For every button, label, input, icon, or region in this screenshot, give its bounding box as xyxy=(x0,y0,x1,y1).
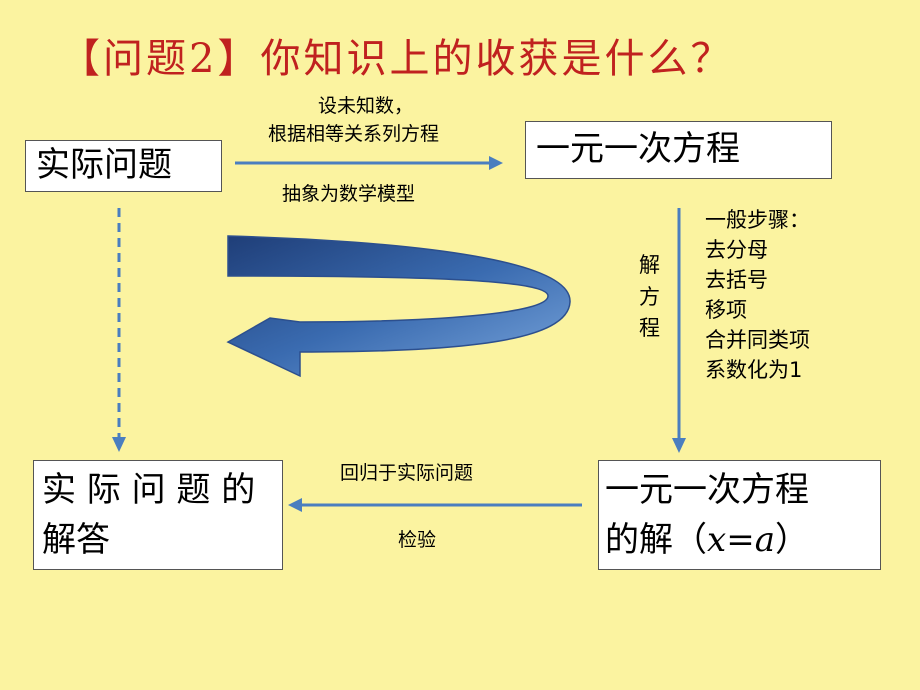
actual-problem-box: 实际问题 xyxy=(25,140,222,192)
label-solve-3: 程 xyxy=(639,316,660,340)
equation-solution-line2: 的解（x=a） xyxy=(605,519,809,561)
label-abstract-model: 抽象为数学模型 xyxy=(282,183,416,205)
step-item: 合并同类项 xyxy=(705,328,810,352)
step-item: 去分母 xyxy=(705,238,768,262)
label-return-to-problem: 回归于实际问题 xyxy=(340,462,474,484)
solution-suffix: ） xyxy=(774,520,809,560)
step-item: 系数化为1 xyxy=(705,358,803,382)
equation-solution-box: 一元一次方程 的解（x=a） xyxy=(598,460,881,570)
solution-prefix: 的解（ xyxy=(605,520,707,560)
steps-list: 一般步骤： 去分母 去括号 移项 合并同类项 系数化为1 xyxy=(705,205,810,385)
label-check: 检验 xyxy=(398,529,437,551)
step-item: 移项 xyxy=(705,298,747,322)
equation-solution-line1: 一元一次方程 xyxy=(605,470,809,510)
solution-x: x xyxy=(707,520,727,560)
actual-problem-text: 实际问题 xyxy=(36,145,172,185)
dashed-arrow-problem-to-answer xyxy=(112,208,126,452)
label-solve-2: 方 xyxy=(639,285,660,309)
step-item: 去括号 xyxy=(705,268,768,292)
page-title: 【问题2】你知识上的收获是什么？ xyxy=(60,36,734,82)
arrow-solution-to-answer xyxy=(288,498,582,512)
linear-equation-text: 一元一次方程 xyxy=(536,129,740,169)
arrow-problem-to-equation xyxy=(235,156,503,170)
problem-answer-line1: 实 际 问 题 的 xyxy=(42,470,256,510)
problem-answer-box: 实 际 问 题 的 解答 xyxy=(33,460,283,570)
curved-cycle-arrow xyxy=(226,235,571,378)
arrow-equation-to-solution xyxy=(672,208,686,453)
label-find-relation: 根据相等关系列方程 xyxy=(268,123,440,145)
label-solve-1: 解 xyxy=(639,253,660,277)
steps-heading: 一般步骤： xyxy=(705,208,810,232)
solution-equals: = xyxy=(726,520,755,560)
label-set-unknown: 设未知数， xyxy=(318,95,414,117)
linear-equation-box: 一元一次方程 xyxy=(525,121,832,179)
solution-a: a xyxy=(754,520,775,560)
problem-answer-line2: 解答 xyxy=(42,520,110,560)
